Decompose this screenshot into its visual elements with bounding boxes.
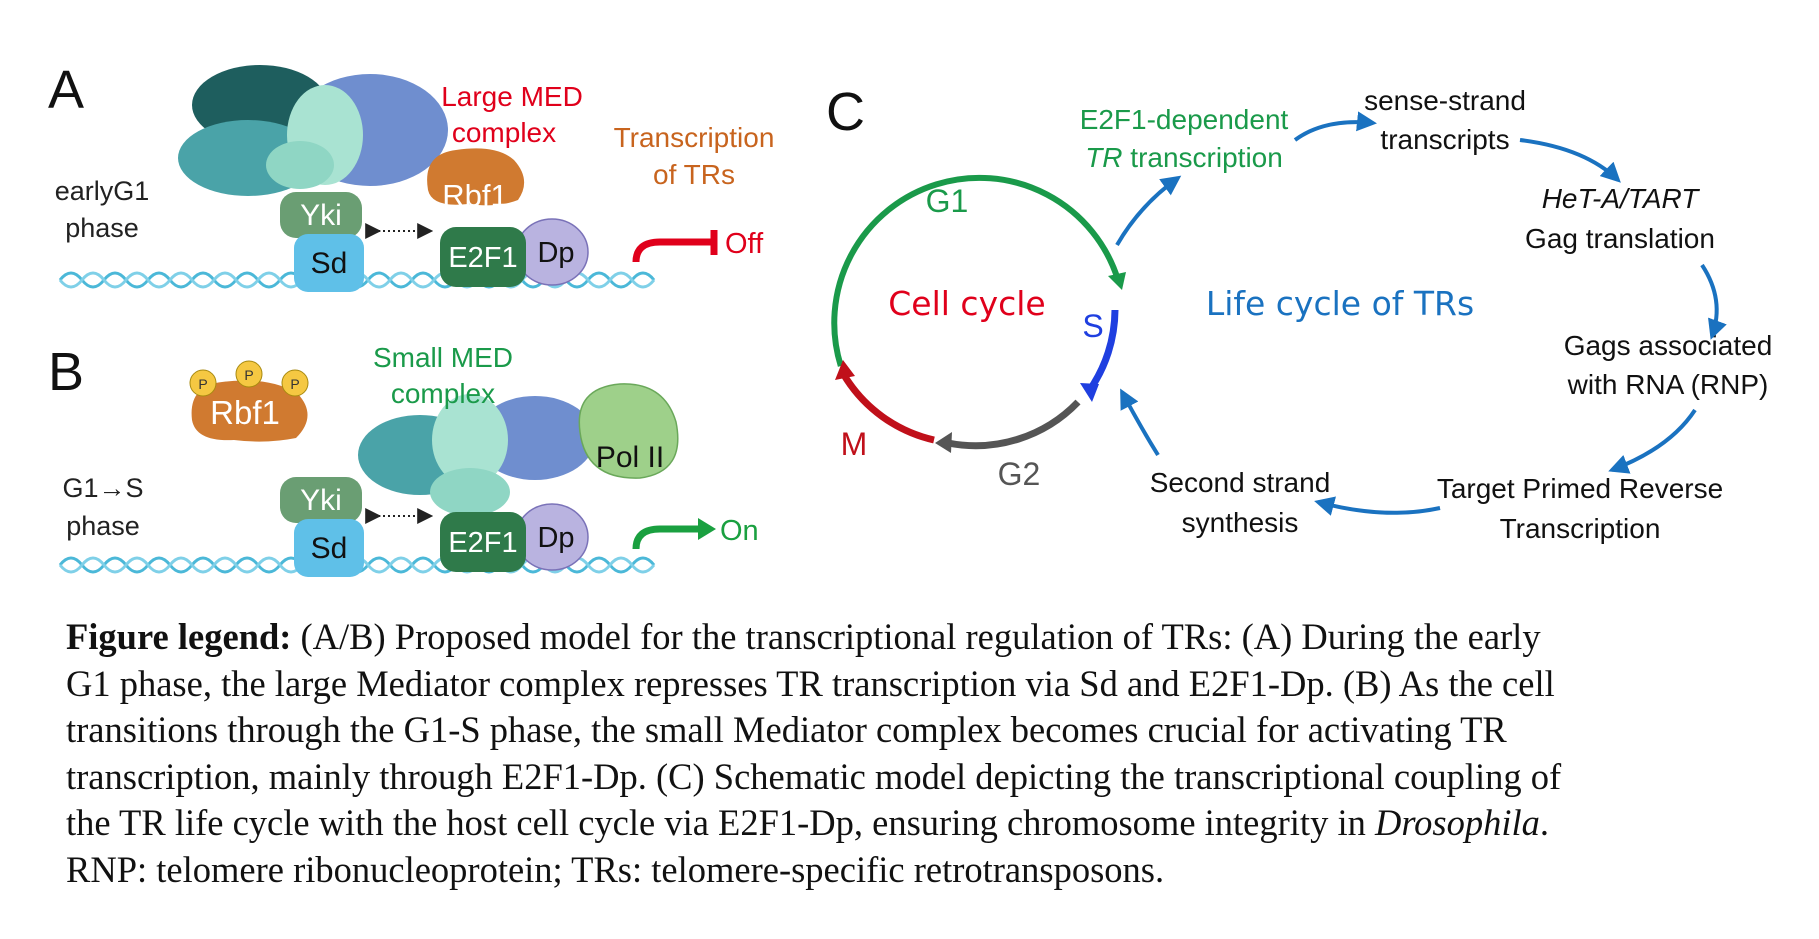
step-second-line2: synthesis bbox=[1182, 507, 1299, 538]
m-arrowhead bbox=[835, 360, 855, 380]
large-med-complex-shape bbox=[178, 65, 448, 196]
legend-text-1: (A/B) Proposed model for the transcripti… bbox=[291, 616, 1541, 657]
yki-label-a: Yki bbox=[300, 199, 342, 232]
large-med-label-line2: complex bbox=[452, 117, 556, 148]
legend-title: Figure legend: bbox=[66, 616, 292, 657]
legend-line-1: Figure legend: (A/B) Proposed model for … bbox=[66, 614, 1766, 661]
step-second-line1: Second strand bbox=[1150, 467, 1331, 498]
tx-label-line1: Transcription bbox=[614, 122, 775, 153]
legend-line-2: G1 phase, the large Mediator complex rep… bbox=[66, 662, 1555, 704]
arrow-to-tprt bbox=[1608, 408, 1697, 474]
life-cycle-label: Life cycle of TRs bbox=[1206, 284, 1474, 323]
legend-text-5: the TR life cycle with the host cell cyc… bbox=[66, 802, 1375, 843]
rbf1-label-b: Rbf1 bbox=[210, 394, 280, 431]
activation-arrowhead bbox=[698, 518, 716, 540]
step-tprt-line2: Transcription bbox=[1500, 513, 1661, 544]
state-off: Off bbox=[725, 228, 764, 260]
sd-label-b: Sd bbox=[311, 532, 348, 565]
legend-line-5: the TR life cycle with the host cell cyc… bbox=[66, 800, 1766, 847]
phosphate-group-3: P bbox=[281, 369, 309, 397]
m-arc bbox=[841, 373, 935, 444]
repression-arrow bbox=[632, 238, 712, 263]
small-med-label-line1: Small MED bbox=[373, 342, 513, 373]
step-e2f1-rest: transcription bbox=[1123, 142, 1283, 173]
step-sense-line2: transcripts bbox=[1380, 124, 1509, 155]
arrow-to-gag bbox=[1519, 138, 1621, 183]
figure-canvas: A earlyG1 phase Yki Sd Rbf1 Dp E2F1 bbox=[48, 60, 1772, 577]
panel-b-letter: B bbox=[48, 342, 84, 402]
yki-protein-a bbox=[280, 192, 362, 238]
g1-arc bbox=[831, 174, 1121, 367]
step-rnp-line1: Gags associated bbox=[1564, 330, 1773, 361]
step-e2f1-line2: TR transcription bbox=[1085, 142, 1283, 173]
step-gag-line2: Gag translation bbox=[1525, 223, 1715, 254]
step-rnp-line2: with RNA (RNP) bbox=[1567, 369, 1769, 400]
step-e2f1-tr: TR bbox=[1085, 142, 1122, 173]
g2-label: G2 bbox=[998, 456, 1041, 492]
panel-a: A earlyG1 phase Yki Sd Rbf1 Dp E2F1 bbox=[48, 60, 774, 292]
dp-label-b: Dp bbox=[537, 522, 574, 554]
sd-protein-b bbox=[294, 519, 364, 577]
panel-a-letter: A bbox=[48, 60, 84, 120]
phospho-label-2: P bbox=[244, 367, 253, 383]
arrow-to-rnp bbox=[1700, 263, 1727, 340]
arrow-to-sense bbox=[1293, 111, 1377, 142]
legend-species: Drosophila bbox=[1374, 802, 1540, 843]
step-sense-line1: sense-strand bbox=[1364, 85, 1526, 116]
panel-c-letter: C bbox=[826, 82, 865, 142]
figure-legend: Figure legend: (A/B) Proposed model for … bbox=[66, 614, 1766, 893]
panel-b-phase-line1: G1→S bbox=[62, 473, 143, 503]
large-med-label-line1: Large MED bbox=[441, 81, 583, 112]
panel-b-phase-line2: phase bbox=[66, 511, 140, 541]
legend-text-5-end: . bbox=[1539, 802, 1550, 843]
phospho-label-3: P bbox=[290, 376, 299, 392]
arrow-to-cell-cycle bbox=[1120, 388, 1160, 457]
tx-label-line2: of TRs bbox=[653, 159, 735, 190]
small-med-complex-shape bbox=[358, 394, 595, 516]
pol2-label: Pol II bbox=[596, 441, 664, 474]
phospho-label-1: P bbox=[198, 376, 207, 392]
panel-c: C G1 S G2 M Cell cycle Life cycle of TRs… bbox=[826, 82, 1772, 544]
cell-cycle-label: Cell cycle bbox=[888, 284, 1045, 323]
step-e2f1-line1: E2F1-dependent bbox=[1080, 104, 1289, 135]
panel-a-phase-line2: phase bbox=[65, 213, 139, 243]
e2f1-label-a: E2F1 bbox=[448, 242, 517, 274]
pol2-protein bbox=[578, 383, 679, 479]
g1-label: G1 bbox=[926, 183, 969, 219]
rbf1-protein-a bbox=[427, 148, 525, 206]
panel-a-phase-line1: earlyG1 bbox=[55, 176, 150, 206]
sd-protein-a bbox=[294, 234, 364, 292]
step-gag-line1: HeT-A/TART bbox=[1542, 183, 1701, 214]
legend-line-3: transitions through the G1-S phase, the … bbox=[66, 709, 1507, 750]
yki-protein-b bbox=[280, 477, 362, 523]
legend-line-6: RNP: telomere ribonucleoprotein; TRs: te… bbox=[66, 848, 1165, 890]
activation-arrow bbox=[632, 525, 700, 550]
legend-line-4: transcription, mainly through E2F1-Dp. (… bbox=[66, 755, 1562, 797]
s-arrowhead bbox=[1080, 383, 1099, 402]
g2-arc bbox=[947, 399, 1081, 450]
state-on: On bbox=[720, 515, 759, 547]
step-tprt-line1: Target Primed Reverse bbox=[1437, 473, 1723, 504]
yki-label-b: Yki bbox=[300, 484, 342, 517]
rbf1-label-a: Rbf1 bbox=[442, 178, 507, 213]
arrow-to-second bbox=[1314, 496, 1441, 516]
arrow-to-e2f1 bbox=[1115, 175, 1182, 246]
phosphate-group-1: P bbox=[189, 369, 217, 397]
g1-arrowhead bbox=[1108, 272, 1126, 290]
sd-label-a: Sd bbox=[311, 247, 348, 280]
dp-label-a: Dp bbox=[537, 237, 574, 269]
m-label: M bbox=[841, 426, 868, 462]
e2f1-protein-b bbox=[440, 512, 526, 572]
small-med-label-line2: complex bbox=[391, 378, 495, 409]
s-label: S bbox=[1082, 308, 1103, 344]
rbf1-protein-b bbox=[191, 380, 308, 442]
panel-b: B G1→S phase Rbf1 P P P Small bbox=[48, 342, 759, 577]
e2f1-protein-a bbox=[440, 227, 526, 287]
e2f1-label-b: E2F1 bbox=[448, 527, 517, 559]
g2-arrowhead bbox=[935, 432, 952, 453]
phosphate-group-2: P bbox=[235, 360, 263, 388]
